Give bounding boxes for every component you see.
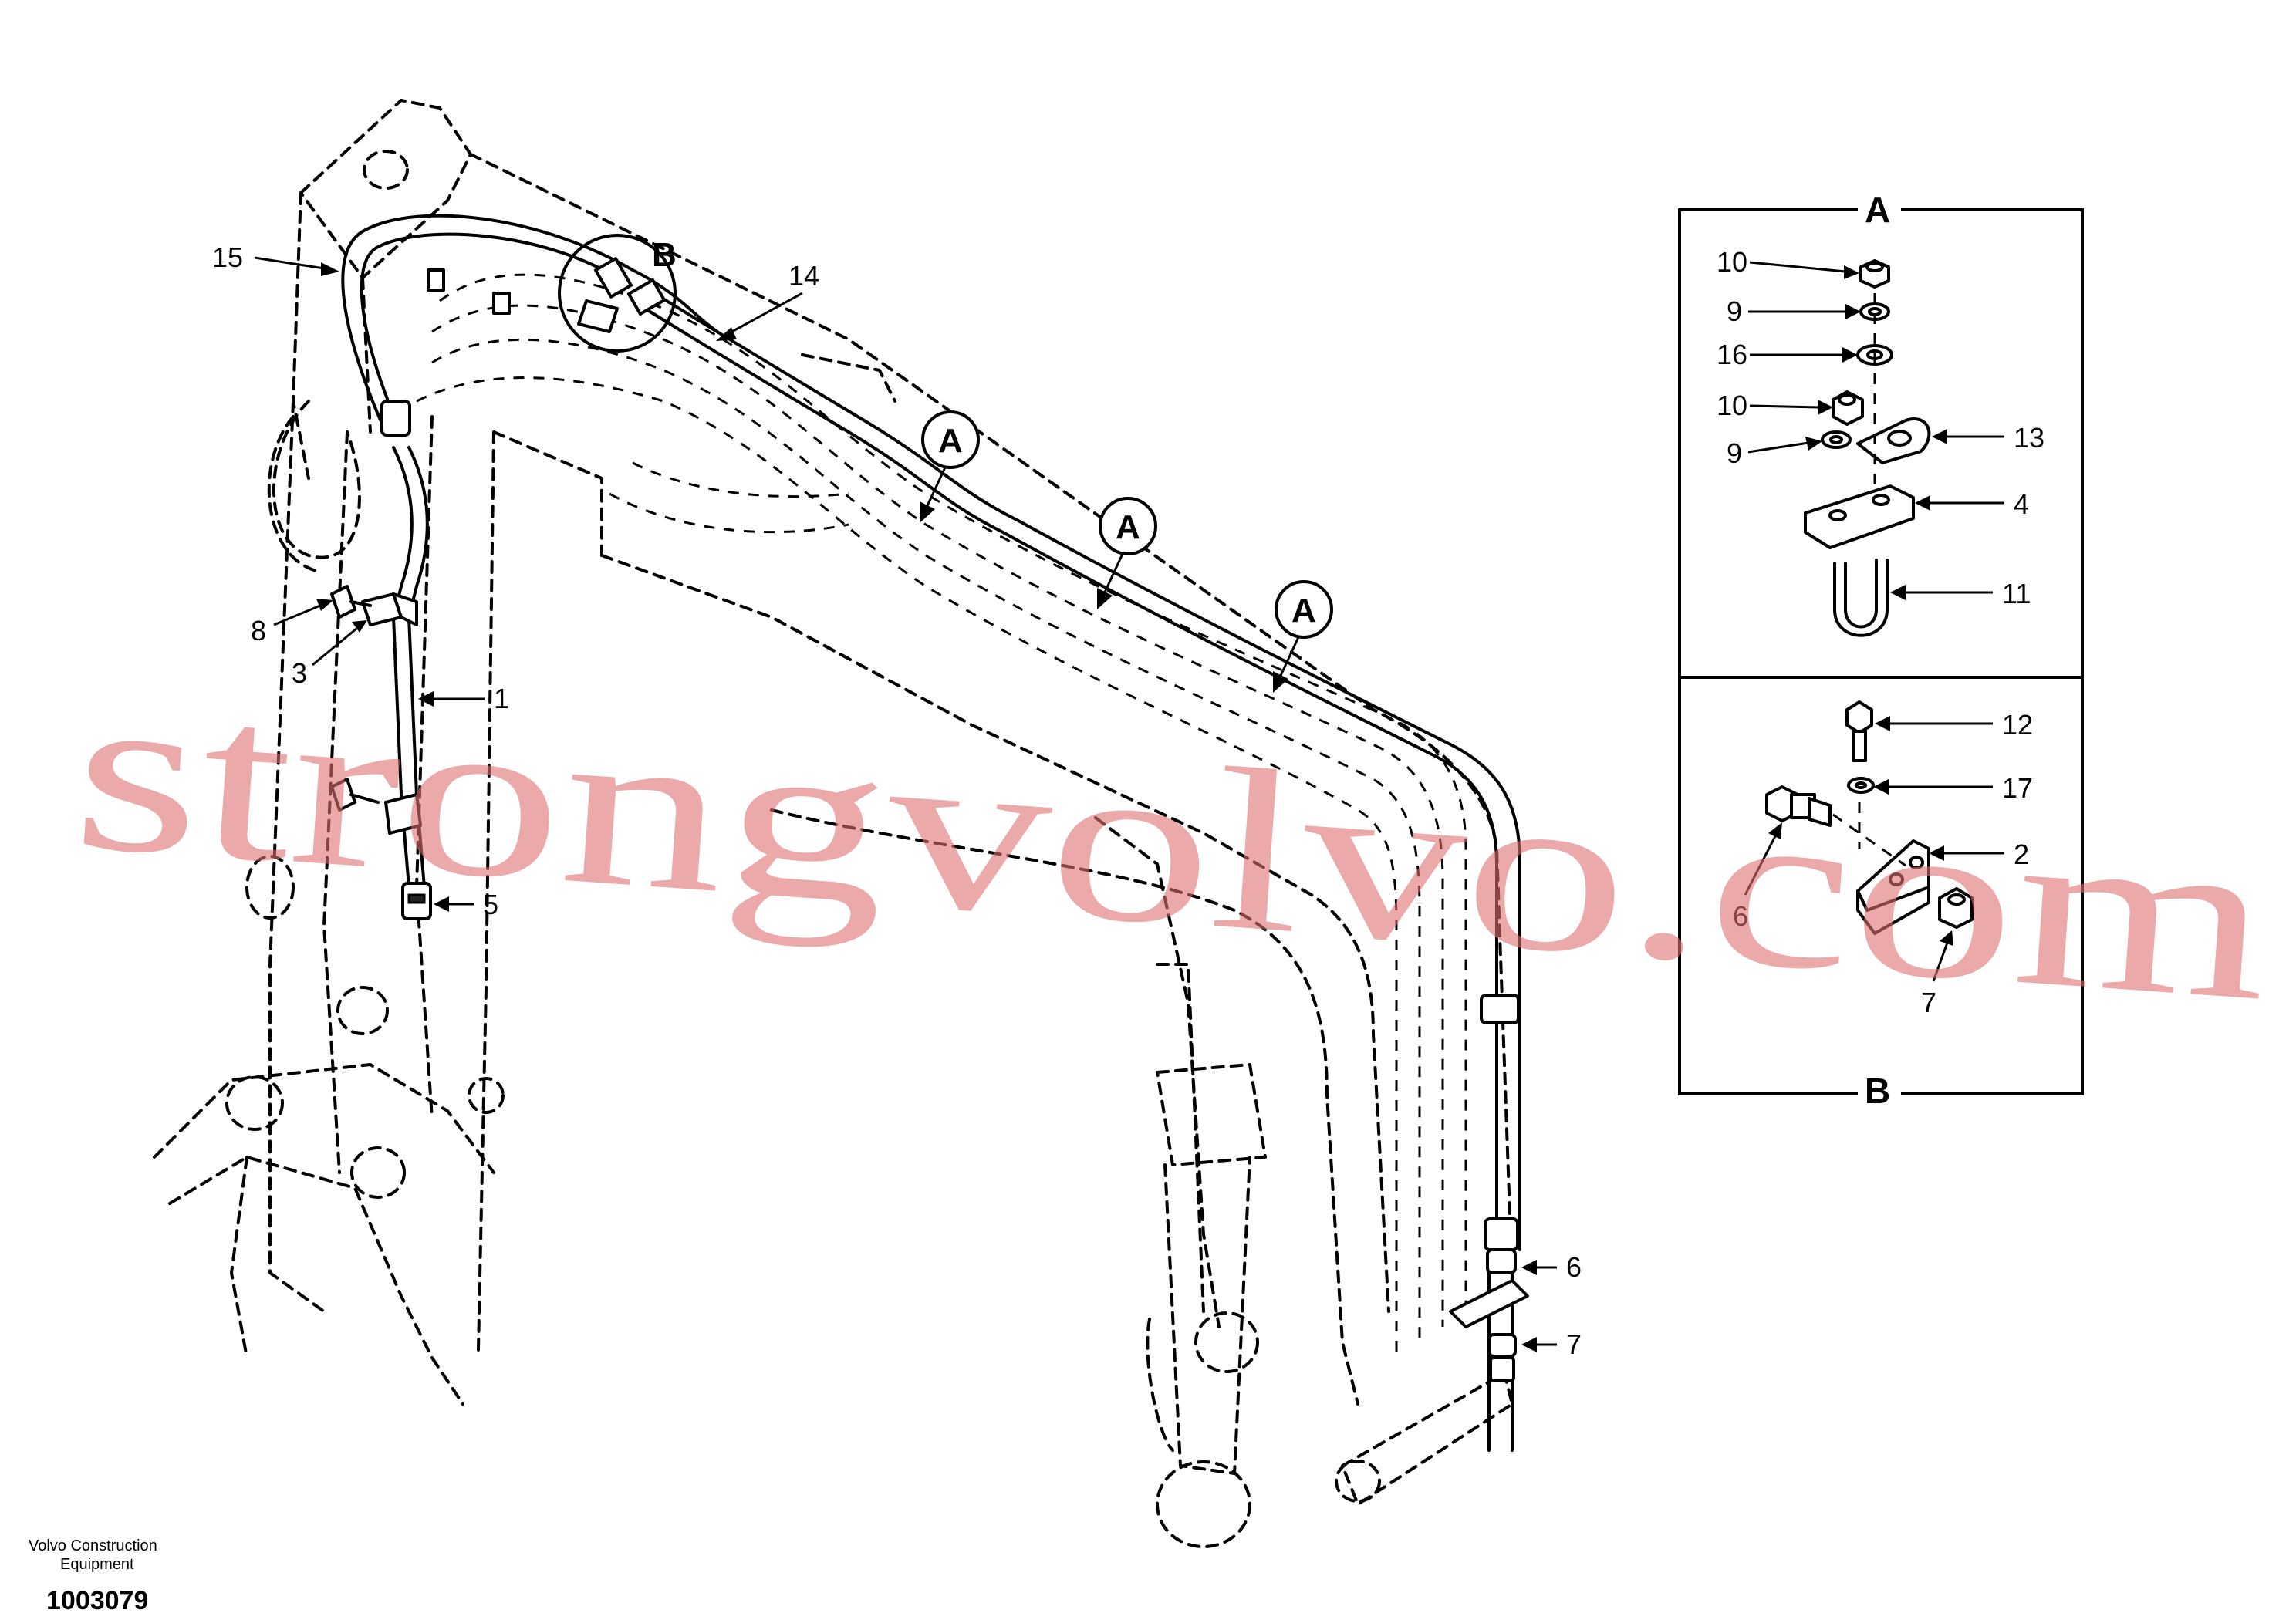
callout-8: 8 xyxy=(251,615,266,646)
detail-b-title: B xyxy=(1865,1071,1890,1111)
detail-panel: A B xyxy=(1678,190,2084,1111)
diagram-number: 1003079 xyxy=(46,1586,148,1615)
callout-9: 9 xyxy=(1727,295,1742,327)
callout-15: 15 xyxy=(212,241,243,273)
callout-9b: 9 xyxy=(1727,437,1742,469)
boom-outline xyxy=(153,99,1514,1548)
callout-1: 1 xyxy=(494,683,509,714)
view-marker-a-1: A xyxy=(920,410,980,523)
callout-6: 6 xyxy=(1566,1251,1582,1283)
svg-text:A: A xyxy=(1292,592,1316,629)
detail-callouts: 10 9 16 10 9 13 4 11 12 17 2 6 xyxy=(1717,246,2044,1018)
footer-company-line2: Equipment xyxy=(60,1556,134,1573)
callout-17: 17 xyxy=(2002,772,2033,804)
callout-4: 4 xyxy=(2014,488,2029,520)
callout-3: 3 xyxy=(292,657,307,689)
callout-7-detail: 7 xyxy=(1921,987,1936,1018)
svg-text:A: A xyxy=(1116,508,1140,546)
svg-text:A: A xyxy=(938,422,963,460)
main-callouts: 15 14 8 3 1 5 6 7 xyxy=(212,241,1582,1360)
callout-10: 10 xyxy=(1717,246,1747,278)
detail-b-view-circle xyxy=(558,234,677,353)
callout-12: 12 xyxy=(2002,709,2033,741)
callout-14: 14 xyxy=(788,260,819,292)
callout-5: 5 xyxy=(483,889,498,920)
view-marker-a-2: A xyxy=(1097,497,1157,609)
callout-6-detail: 6 xyxy=(1733,900,1748,932)
view-marker-a-3: A xyxy=(1273,580,1333,693)
callout-10b: 10 xyxy=(1717,390,1747,421)
footer-company-line1: Volvo Construction xyxy=(29,1537,157,1554)
callout-13: 13 xyxy=(2014,422,2044,454)
callout-16: 16 xyxy=(1717,339,1747,370)
detail-a-title: A xyxy=(1865,190,1890,230)
fittings xyxy=(330,257,1529,1382)
callout-11: 11 xyxy=(2002,578,2031,609)
callout-7: 7 xyxy=(1566,1328,1582,1360)
view-marker-b: B xyxy=(652,236,677,274)
callout-2: 2 xyxy=(2014,839,2029,870)
